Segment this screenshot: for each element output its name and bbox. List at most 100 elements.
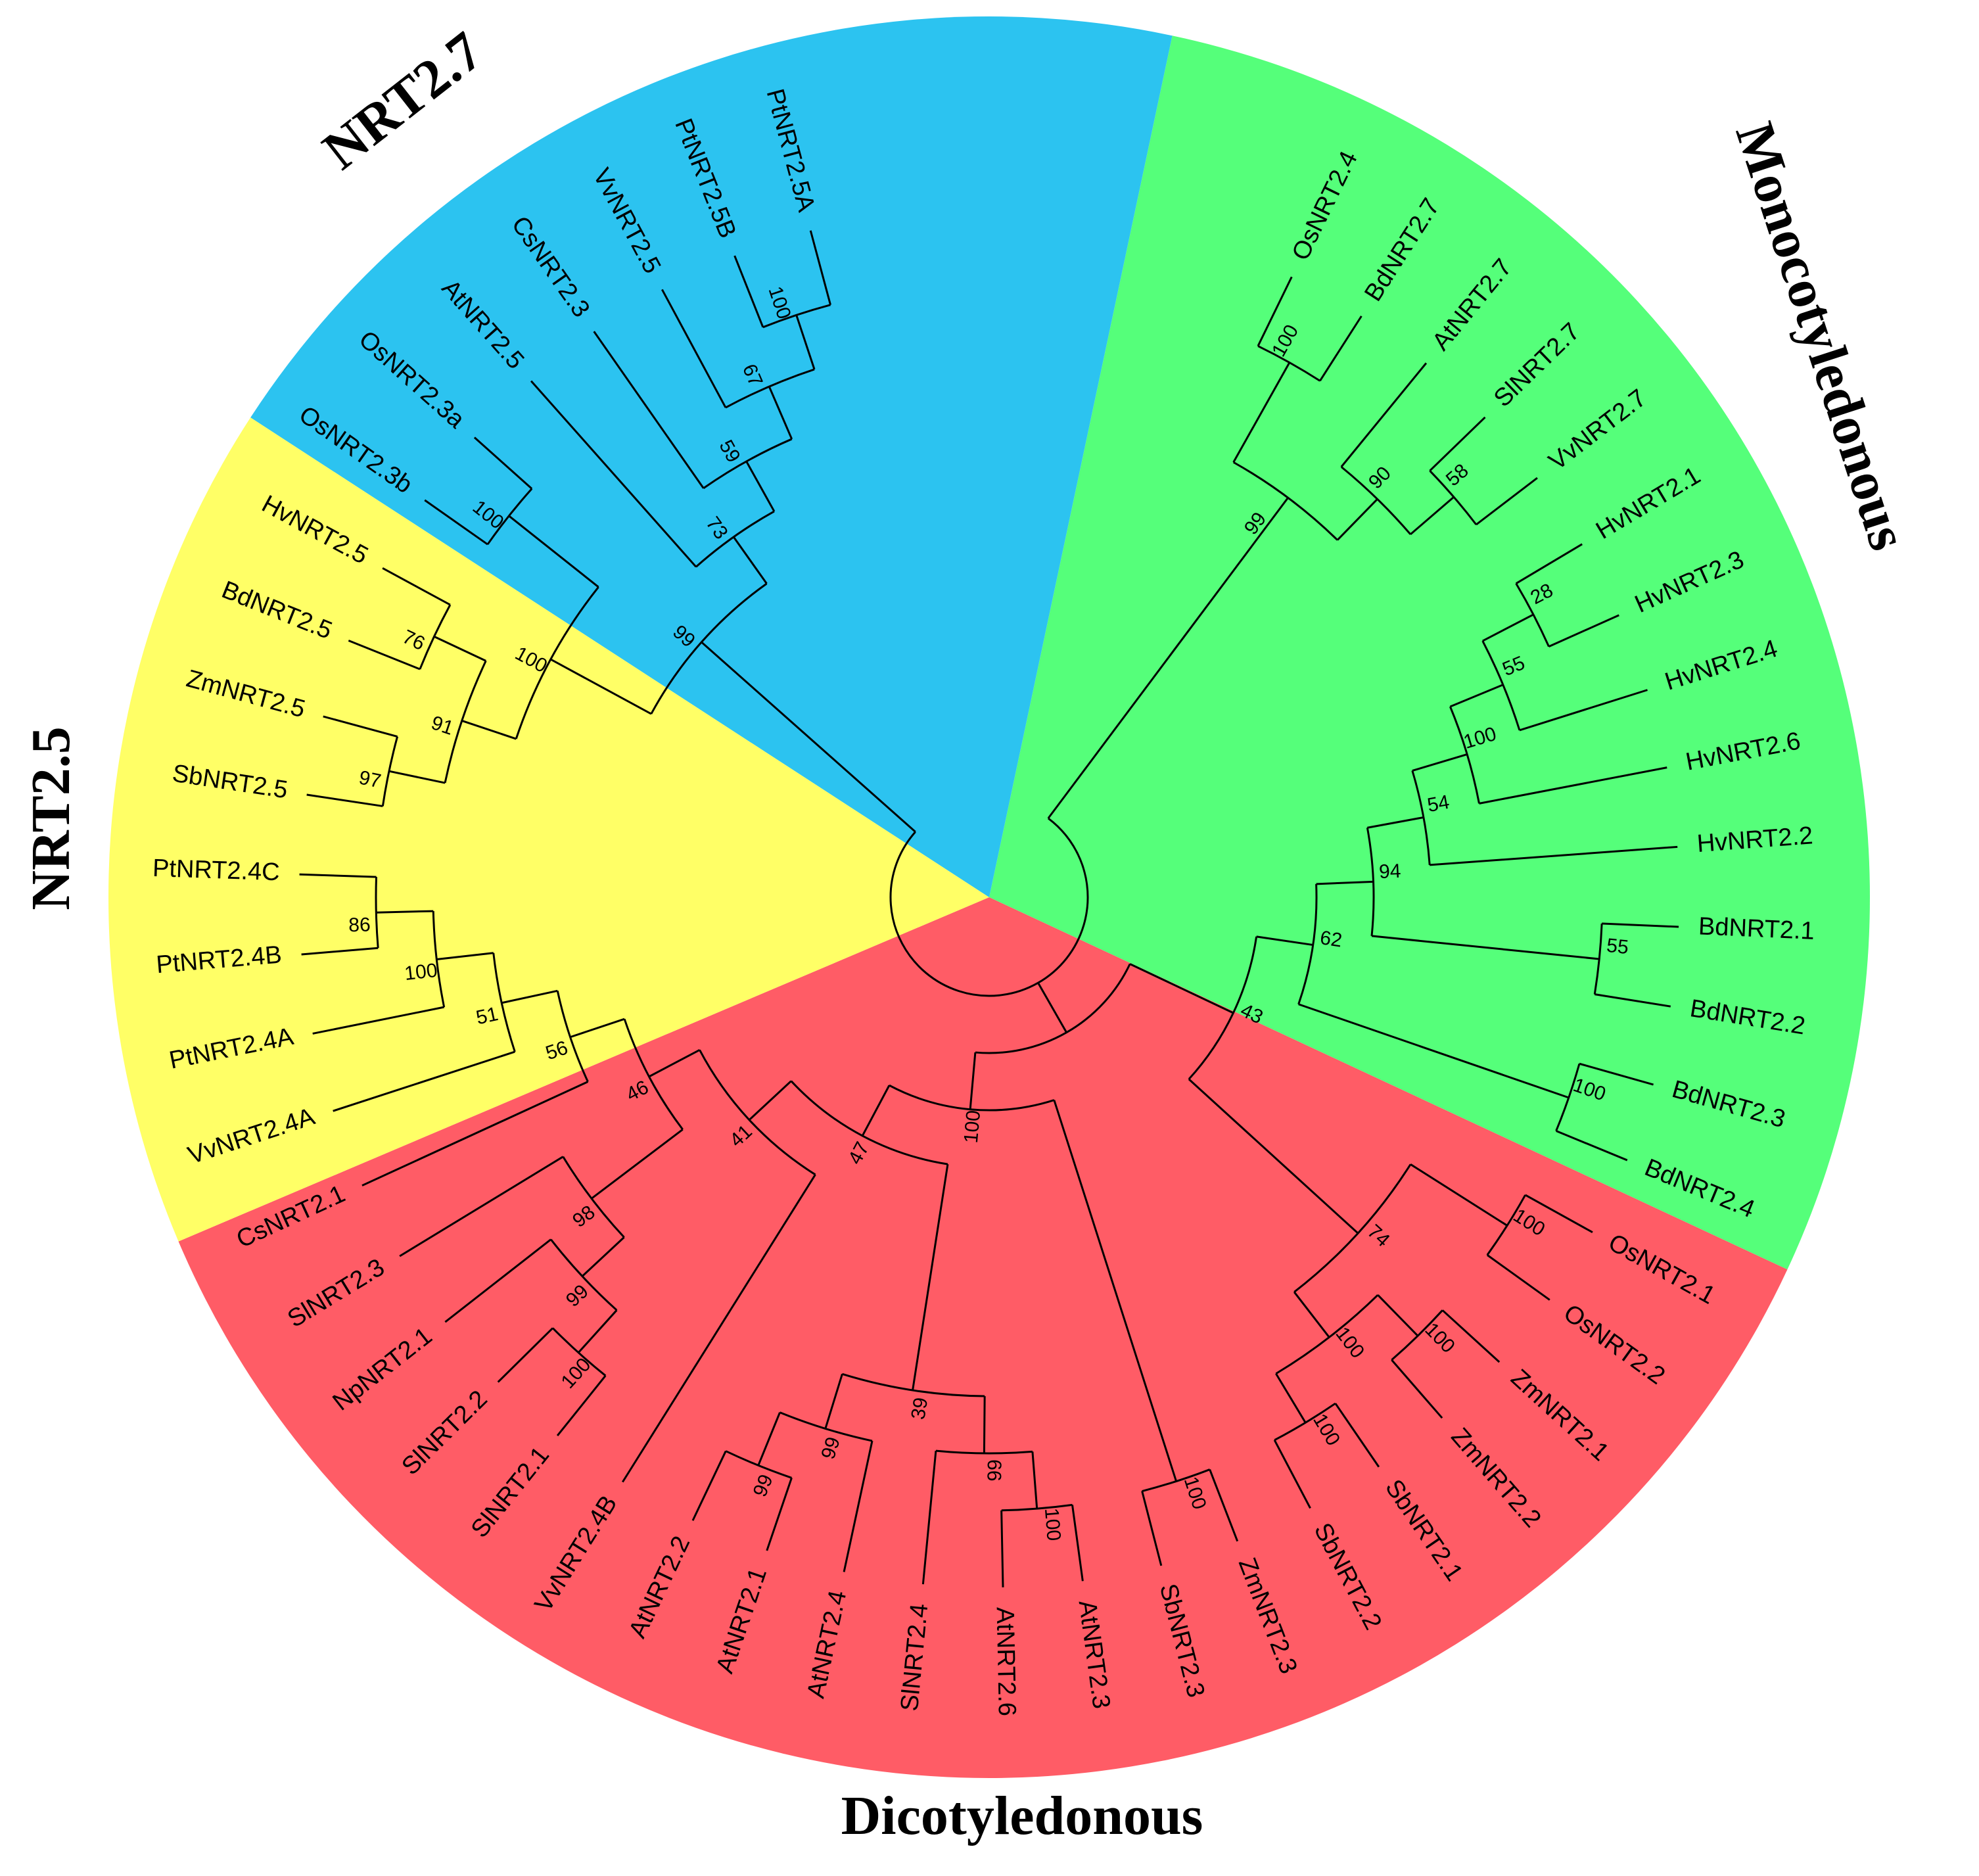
branch-line-0-1 bbox=[1037, 982, 1067, 1033]
branch-line-14-0 bbox=[1602, 922, 1679, 928]
bootstrap-value-21: 100 bbox=[960, 1110, 985, 1144]
branch-arc-19 bbox=[1391, 1309, 1443, 1361]
bootstrap-value-37: 86 bbox=[348, 914, 371, 936]
branch-line-8-1 bbox=[1298, 1003, 1570, 1099]
bootstrap-value-41: 97 bbox=[357, 766, 383, 792]
branch-line-6-1 bbox=[969, 1052, 977, 1110]
tree-branches bbox=[299, 230, 1679, 1587]
branch-line-33-1 bbox=[497, 1327, 554, 1383]
branch-line-27-0 bbox=[843, 1440, 873, 1572]
branch-arc-37 bbox=[375, 877, 379, 949]
branch-line-38-1 bbox=[732, 536, 768, 584]
branch-arc-47 bbox=[762, 304, 831, 329]
branch-line-30-1 bbox=[570, 1018, 625, 1039]
branch-line-16-1 bbox=[1293, 1291, 1330, 1338]
branch-line-41-1 bbox=[323, 715, 398, 738]
branch-arc-41 bbox=[381, 736, 399, 807]
branch-line-12-0 bbox=[1482, 613, 1534, 642]
branch-line-18-0 bbox=[1377, 1294, 1419, 1337]
branch-line-15-1 bbox=[1556, 1130, 1628, 1161]
branch-arc-27 bbox=[779, 1411, 873, 1442]
branch-line-20-1 bbox=[1273, 1440, 1311, 1509]
branch-line-31-0 bbox=[581, 1236, 625, 1277]
branch-line-10-0 bbox=[1412, 753, 1468, 772]
branch-line-34-1 bbox=[501, 989, 558, 1004]
branch-line-47-0 bbox=[733, 255, 764, 328]
branch-line-5-0 bbox=[1429, 416, 1486, 472]
branch-arc-28 bbox=[725, 1450, 792, 1479]
branch-arc-32 bbox=[549, 1238, 618, 1311]
branch-line-40-1 bbox=[433, 636, 486, 662]
branch-arc-17 bbox=[1486, 1194, 1527, 1256]
sector-monocot bbox=[989, 35, 1870, 1270]
branch-line-25-1 bbox=[921, 1450, 937, 1585]
branch-arc-46 bbox=[725, 368, 815, 409]
sector-dicot bbox=[178, 897, 1788, 1778]
branch-line-24-0 bbox=[983, 1395, 986, 1453]
branch-line-10-1 bbox=[1430, 845, 1678, 866]
branch-line-1-0 bbox=[1253, 497, 1289, 544]
bootstrap-value-9: 94 bbox=[1378, 860, 1401, 883]
branch-arc-18 bbox=[1275, 1294, 1379, 1375]
branch-arc-25 bbox=[935, 1449, 1033, 1455]
branch-line-24-1 bbox=[824, 1373, 843, 1429]
branch-arc-43 bbox=[486, 488, 533, 546]
branch-line-34-0 bbox=[361, 1081, 589, 1186]
branch-line-32-1 bbox=[444, 1238, 552, 1323]
branch-line-21-1 bbox=[861, 1085, 891, 1137]
branch-arc-5 bbox=[1429, 470, 1478, 526]
branch-arc-11 bbox=[1449, 706, 1480, 804]
branch-arc-40 bbox=[444, 660, 487, 784]
branch-line-26-0 bbox=[1071, 1505, 1084, 1582]
branch-line-41-0 bbox=[306, 793, 383, 807]
branch-line-11-1 bbox=[1479, 766, 1667, 805]
branch-line-0-2 bbox=[701, 641, 916, 833]
branch-line-15-0 bbox=[1579, 1062, 1654, 1086]
branch-arc-24 bbox=[841, 1372, 985, 1397]
bootstrap-value-10: 54 bbox=[1426, 791, 1451, 816]
clade-title-nrt2-5: NRT2.5 bbox=[20, 726, 81, 910]
branch-line-19-1 bbox=[1391, 1359, 1443, 1419]
branch-line-42-1 bbox=[382, 567, 451, 606]
clade-title-nrt2-7: NRT2.7 bbox=[312, 20, 494, 181]
branch-line-27-1 bbox=[757, 1412, 781, 1466]
branch-line-36-0 bbox=[312, 1006, 444, 1035]
leaf-label-atnrt2-6: AtNRT2.6 bbox=[991, 1606, 1021, 1716]
branch-arc-3 bbox=[1257, 345, 1321, 382]
branch-arc-20 bbox=[1274, 1402, 1336, 1442]
branch-arc-8 bbox=[1297, 883, 1318, 1005]
branch-line-40-0 bbox=[388, 770, 446, 784]
branch-arc-13 bbox=[1515, 582, 1550, 647]
branch-line-35-0 bbox=[333, 1050, 515, 1112]
branch-line-38-0 bbox=[550, 658, 652, 715]
sector-nrt25 bbox=[108, 417, 990, 1242]
branch-line-46-0 bbox=[661, 289, 727, 408]
branch-line-14-1 bbox=[1595, 993, 1671, 1008]
branch-line-33-0 bbox=[556, 1374, 607, 1437]
branch-arc-9 bbox=[1366, 827, 1375, 937]
branch-line-8-0 bbox=[1316, 880, 1374, 885]
branch-line-5-1 bbox=[1476, 477, 1538, 526]
branch-arc-4 bbox=[1340, 466, 1412, 535]
bootstrap-value-36: 100 bbox=[404, 960, 438, 985]
branch-arc-44 bbox=[695, 510, 775, 568]
bootstrap-value-8: 62 bbox=[1318, 927, 1343, 952]
branch-line-2-1 bbox=[1336, 498, 1378, 541]
branch-line-21-0 bbox=[1053, 1100, 1178, 1482]
leaf-label-ptnrt2-4c: PtNRT2.4C bbox=[152, 855, 280, 886]
branch-line-17-1 bbox=[1486, 1254, 1550, 1301]
branch-line-17-0 bbox=[1524, 1194, 1593, 1234]
branch-line-4-0 bbox=[1340, 362, 1428, 468]
branch-line-4-1 bbox=[1410, 496, 1455, 536]
branch-line-43-1 bbox=[473, 436, 533, 490]
branch-arc-26 bbox=[1001, 1503, 1073, 1512]
branch-line-30-0 bbox=[591, 1129, 684, 1200]
bootstrap-value-35: 51 bbox=[474, 1003, 500, 1029]
branch-line-12-1 bbox=[1519, 689, 1648, 732]
branch-arc-34 bbox=[556, 990, 589, 1083]
branch-line-13-0 bbox=[1515, 543, 1583, 584]
branch-line-44-1 bbox=[745, 461, 776, 512]
branch-line-20-0 bbox=[1334, 1403, 1380, 1468]
branch-arc-30 bbox=[623, 1018, 684, 1131]
branch-arc-2 bbox=[1232, 461, 1338, 541]
